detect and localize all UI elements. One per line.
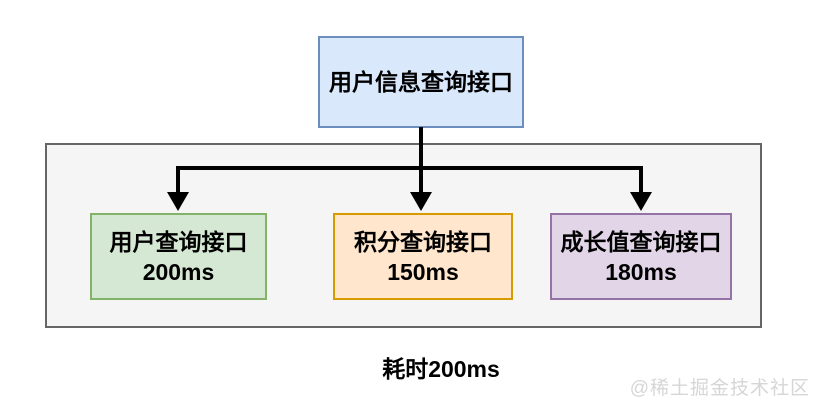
child-node-user-query: 用户查询接口 200ms: [90, 213, 267, 300]
child-node-label: 成长值查询接口: [560, 228, 722, 255]
child-node-label: 积分查询接口: [354, 228, 492, 255]
child-node-latency: 180ms: [605, 258, 677, 285]
child-node-points-query: 积分查询接口 150ms: [333, 213, 513, 300]
total-time-caption: 耗时200ms: [382, 356, 500, 382]
watermark: @稀土掘金技术社区: [629, 378, 810, 399]
child-node-label: 用户查询接口: [109, 228, 248, 255]
child-node-latency: 200ms: [142, 258, 215, 285]
child-node-growth-query: 成长值查询接口 180ms: [550, 213, 732, 300]
child-node-latency: 150ms: [387, 258, 459, 285]
root-node-label: 用户信息查询接口: [329, 69, 513, 95]
root-node: 用户信息查询接口: [318, 36, 524, 128]
